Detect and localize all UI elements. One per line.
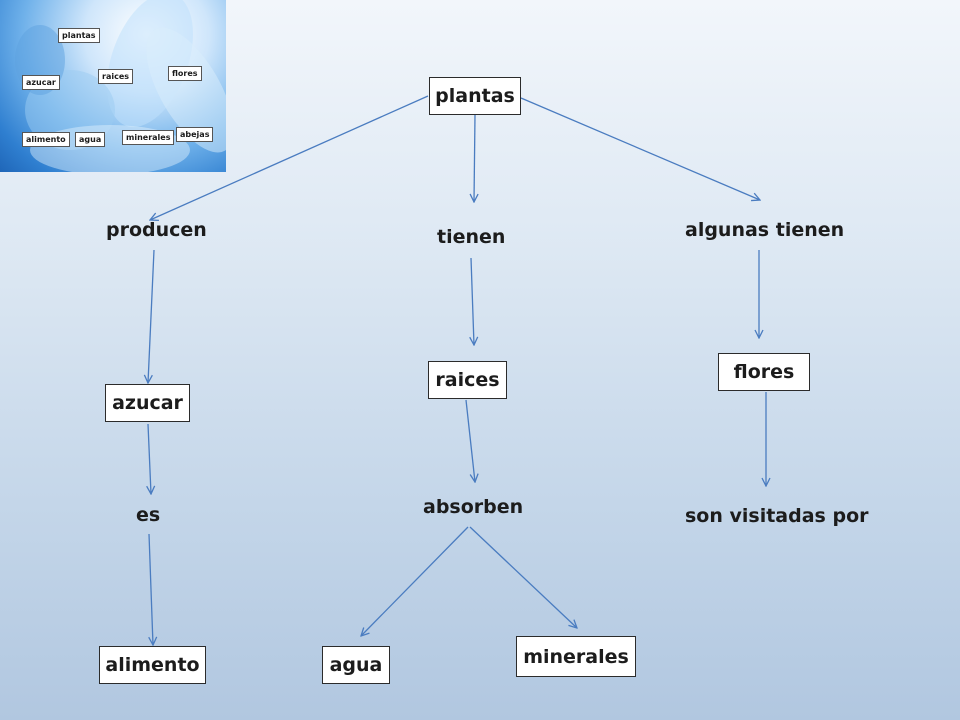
arrow-plantas-producen bbox=[150, 95, 429, 220]
arrow-azucar-es bbox=[148, 423, 151, 494]
link-es: es bbox=[136, 504, 161, 526]
node-agua: agua bbox=[322, 646, 390, 684]
link-absorben: absorben bbox=[423, 496, 524, 518]
thumb-label-azucar: azucar bbox=[22, 75, 60, 90]
link-algunas-tienen: algunas tienen bbox=[685, 219, 845, 241]
link-tienen: tienen bbox=[437, 226, 506, 248]
thumb-label-agua: agua bbox=[75, 132, 106, 147]
thumbnail-image: plantas azucar raices flores alimento ag… bbox=[0, 0, 226, 172]
thumb-label-abejas: abejas bbox=[176, 127, 214, 142]
thumb-label-alimento: alimento bbox=[22, 132, 70, 147]
thumb-label-flores: flores bbox=[168, 66, 202, 81]
arrow-plantas-tienen bbox=[474, 114, 475, 202]
arrow-tienen-raices bbox=[471, 257, 474, 345]
thumb-label-minerales: minerales bbox=[122, 130, 175, 145]
node-azucar: azucar bbox=[105, 384, 190, 422]
arrow-producen-azucar bbox=[148, 249, 155, 383]
thumb-label-plantas: plantas bbox=[58, 28, 100, 43]
node-flores: flores bbox=[718, 353, 810, 391]
arrow-raices-absorben bbox=[465, 399, 475, 482]
arrow-es-alimento bbox=[149, 533, 153, 645]
arrow-plantas-algunas-tienen bbox=[520, 97, 760, 200]
link-son-visitadas-por: son visitadas por bbox=[685, 505, 869, 527]
node-raices: raices bbox=[428, 361, 507, 399]
thumb-label-raices: raices bbox=[98, 69, 134, 84]
arrow-absorben-agua bbox=[361, 526, 469, 636]
node-alimento: alimento bbox=[99, 646, 206, 684]
node-minerales: minerales bbox=[516, 636, 636, 677]
arrow-absorben-minerales bbox=[469, 526, 577, 628]
link-producen: producen bbox=[106, 219, 207, 241]
node-plantas: plantas bbox=[429, 77, 521, 115]
